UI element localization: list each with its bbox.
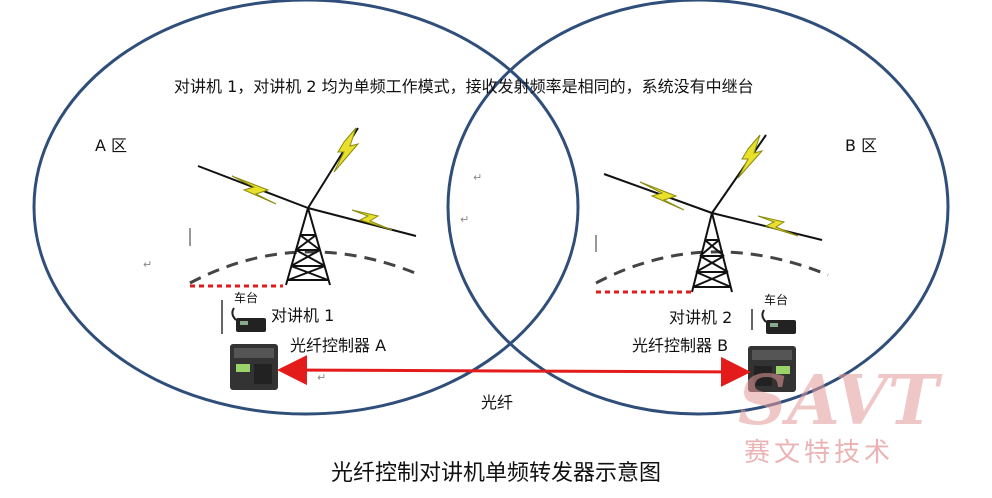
vehicle-label-a: 车台 bbox=[234, 291, 259, 305]
svg-text:SAVT: SAVT bbox=[738, 361, 943, 441]
fiber-link-arrow bbox=[277, 355, 751, 387]
savt-watermark-logo: SAVT bbox=[738, 361, 943, 441]
controller-b-label: 光纤控制器 B bbox=[632, 336, 729, 355]
return-mark-4: ↵ bbox=[317, 371, 327, 384]
vehicle-radio-a-icon bbox=[221, 300, 266, 334]
lightning-a-icons bbox=[231, 127, 393, 231]
diagram-title: 光纤控制对讲机单频转发器示意图 bbox=[330, 461, 661, 486]
fiber-controller-b-icon bbox=[748, 346, 796, 392]
antenna-tower-b-icon bbox=[603, 134, 823, 293]
zone-a-label: A 区 bbox=[95, 136, 128, 155]
fiber-controller-a-icon bbox=[230, 344, 278, 390]
fiber-label: 光纤 bbox=[481, 393, 514, 412]
watermark-company: 赛文特技术 bbox=[744, 438, 895, 468]
return-mark-1: ↵ bbox=[473, 171, 483, 184]
coverage-arc-a bbox=[189, 250, 421, 285]
vehicle-radio-b-icon bbox=[751, 309, 796, 334]
antenna-tower-a-icon bbox=[197, 127, 417, 286]
return-mark-2: ↵ bbox=[460, 213, 470, 226]
radio-2-label: 对讲机 2 bbox=[669, 308, 733, 327]
return-mark-3: ↵ bbox=[143, 258, 153, 271]
radio-1-label: 对讲机 1 bbox=[271, 306, 335, 325]
vehicle-label-b: 车台 bbox=[764, 293, 789, 307]
zone-b-ellipse bbox=[446, 0, 950, 416]
controller-a-label: 光纤控制器 A bbox=[290, 336, 387, 355]
zone-a-ellipse bbox=[32, 0, 580, 416]
system-description: 对讲机 1，对讲机 2 均为单频工作模式，接收发射频率是相同的，系统没有中继台 bbox=[174, 77, 754, 96]
zone-b-label: B 区 bbox=[845, 136, 878, 155]
lightning-b-icons bbox=[639, 134, 799, 237]
coverage-arc-b bbox=[595, 250, 829, 285]
